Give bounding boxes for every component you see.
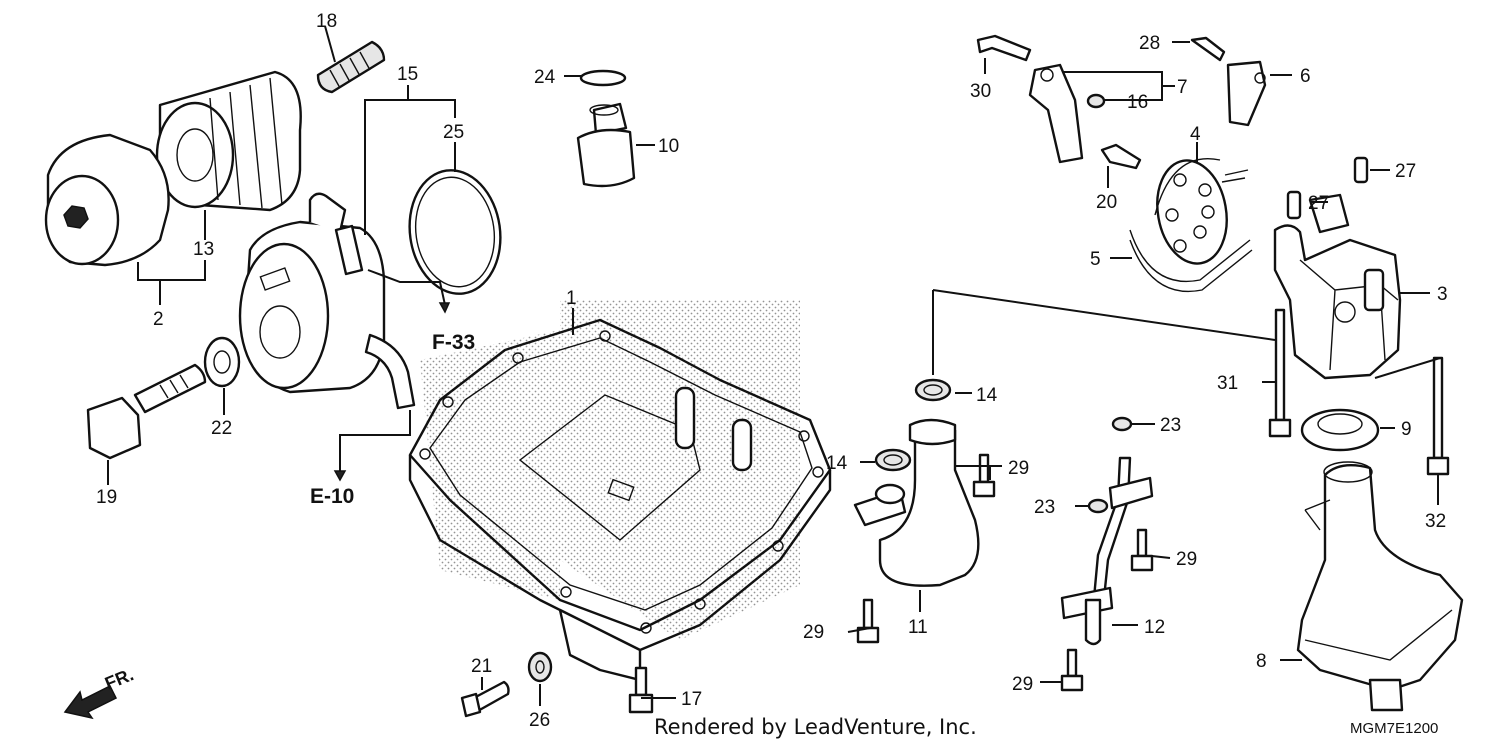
callout-6: 6 <box>1300 66 1311 87</box>
callout-7: 7 <box>1177 77 1188 98</box>
callout-29d: 29 <box>1012 674 1033 695</box>
washer-part <box>527 651 553 683</box>
sprocket-part <box>1154 158 1228 265</box>
oil-pressure-relief-valve-part <box>576 69 636 188</box>
ref-f33: F-33 <box>432 331 475 354</box>
callout-30: 30 <box>970 81 991 102</box>
callout-28: 28 <box>1139 33 1160 54</box>
callout-23a: 23 <box>1160 415 1181 436</box>
sealing-washer-part <box>203 336 241 388</box>
bolt-part <box>86 363 207 460</box>
callout-5: 5 <box>1090 249 1101 270</box>
callout-labels: 18 15 25 13 2 22 19 24 10 1 21 26 17 30 … <box>96 11 1448 731</box>
bolt-29-group <box>856 453 1154 692</box>
oil-pipe-a-part <box>853 418 980 587</box>
callout-15: 15 <box>397 64 418 85</box>
stud-part <box>316 40 386 94</box>
diagram-code: MGM7E1200 <box>1350 720 1438 737</box>
callout-2: 2 <box>153 309 164 330</box>
callout-1: 1 <box>566 288 577 309</box>
ref-e10: E-10 <box>310 485 354 508</box>
o-ring-part <box>408 169 502 295</box>
oil-filter-part <box>155 70 302 212</box>
oil-cooler-part <box>238 192 416 410</box>
oil-seal-9-part <box>1300 408 1380 452</box>
oil-pump-part <box>1273 193 1402 380</box>
credit-text: Rendered by LeadVenture, Inc. <box>654 715 977 739</box>
callout-11: 11 <box>908 617 928 638</box>
callout-27a: 27 <box>1395 161 1416 182</box>
callout-25: 25 <box>443 122 464 143</box>
callout-29a: 29 <box>1008 458 1029 479</box>
callout-27b: 27 <box>1308 193 1329 214</box>
callout-22: 22 <box>211 418 232 439</box>
callout-17: 17 <box>681 689 702 710</box>
drive-chain-part <box>1129 169 1253 293</box>
leader-lines <box>107 25 1441 706</box>
callout-4: 4 <box>1190 124 1201 145</box>
callout-32: 32 <box>1425 511 1446 532</box>
callout-14b: 14 <box>826 453 848 474</box>
oil-strainer-part <box>1296 461 1464 712</box>
callout-12: 12 <box>1144 617 1165 638</box>
oil-seal-14a-part <box>914 378 952 402</box>
collar-23b-part <box>1087 498 1109 514</box>
callout-9: 9 <box>1401 419 1412 440</box>
callout-23b: 23 <box>1034 497 1055 518</box>
callout-18: 18 <box>316 11 337 32</box>
callout-19: 19 <box>96 487 117 508</box>
dowel-pins-part <box>1286 156 1369 220</box>
callout-20: 20 <box>1096 192 1117 213</box>
long-bolt-32-part <box>1426 356 1450 476</box>
guide-part <box>1226 60 1267 127</box>
pan-bolt-part <box>460 680 510 718</box>
arrow-heads <box>333 302 451 482</box>
drain-bolt-part <box>628 666 654 714</box>
oil-pan-part <box>408 300 832 682</box>
callout-16: 16 <box>1127 92 1148 113</box>
oil-seal-14b-part <box>874 448 912 472</box>
front-direction-arrow-icon: FR. <box>63 664 136 720</box>
chain-tensioner-part <box>1028 63 1084 164</box>
callout-31: 31 <box>1217 373 1238 394</box>
callout-24: 24 <box>534 67 556 88</box>
oil-pipe-b-part <box>1060 456 1154 646</box>
callout-29c: 29 <box>1176 549 1197 570</box>
collar-23a-part <box>1111 416 1133 432</box>
callout-26: 26 <box>529 710 550 731</box>
direction-label: FR. <box>102 664 136 693</box>
filter-cap-part <box>44 133 170 267</box>
callout-3: 3 <box>1437 284 1448 305</box>
small-bolts-top <box>976 34 1226 170</box>
long-bolt-31-part <box>1268 308 1292 438</box>
callout-13: 13 <box>193 239 214 260</box>
callout-14a: 14 <box>976 385 998 406</box>
callout-8: 8 <box>1256 651 1267 672</box>
callout-29b: 29 <box>803 622 824 643</box>
callout-10: 10 <box>658 136 679 157</box>
callout-21: 21 <box>471 656 492 677</box>
